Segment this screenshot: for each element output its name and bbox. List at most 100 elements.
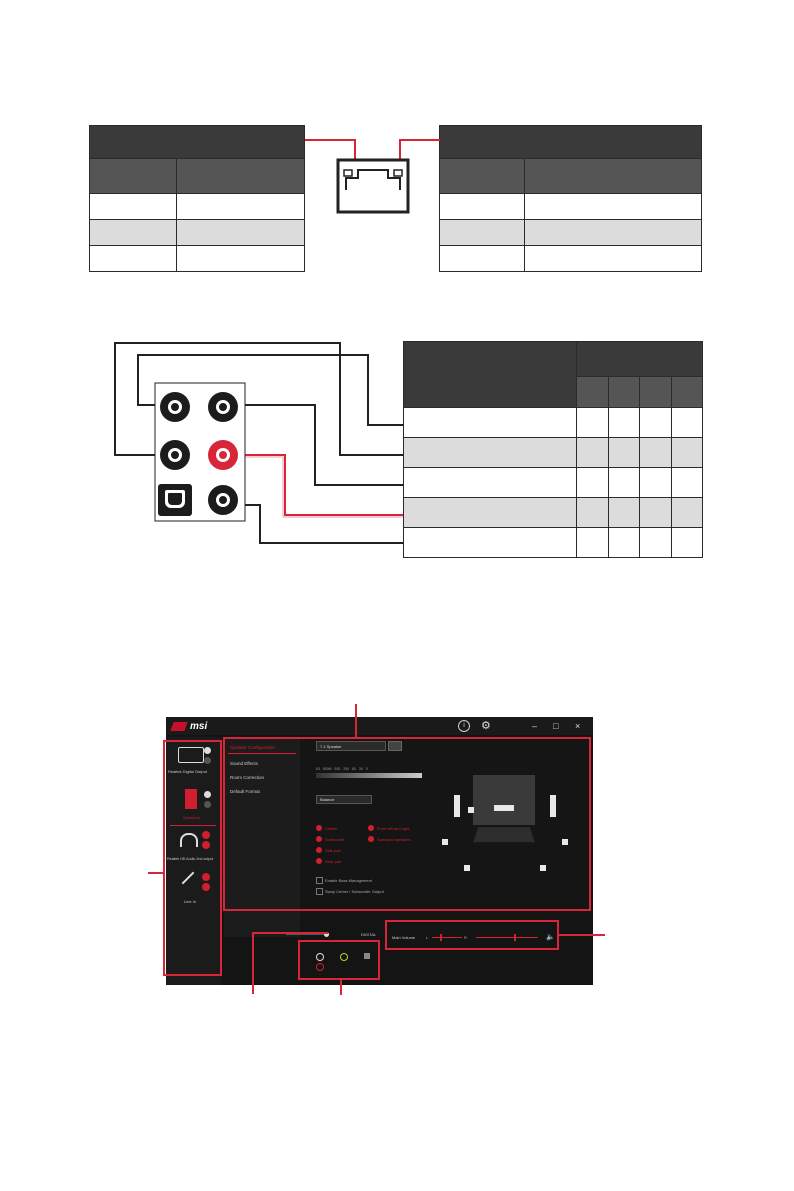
digital-label: DIGITAL	[361, 932, 377, 937]
speaker-config-select[interactable]: 7.1 Speaker	[316, 741, 386, 751]
table-cell	[639, 497, 672, 528]
maximize-button[interactable]: □	[553, 721, 559, 731]
divider	[170, 825, 216, 826]
table-row	[524, 245, 702, 272]
optical-icon[interactable]	[364, 953, 370, 959]
table-row	[403, 467, 577, 498]
table-cell	[639, 467, 672, 498]
balance-track	[432, 937, 462, 938]
audio-jack-mic-in	[208, 440, 238, 470]
volume-thumb[interactable]	[514, 934, 516, 941]
table-row	[89, 219, 177, 246]
close-button[interactable]: ×	[575, 721, 581, 731]
status-icon	[202, 883, 210, 891]
highlight-volume	[385, 920, 559, 950]
table-subheader	[176, 158, 305, 194]
table-row	[89, 193, 177, 220]
surround-fullrange-checkbox[interactable]	[368, 836, 374, 842]
table-cell	[670, 437, 703, 468]
table-cell	[607, 527, 640, 558]
bass-management-checkbox[interactable]	[316, 877, 323, 884]
table-subheader	[576, 376, 609, 408]
table-header	[89, 125, 305, 159]
table-row	[524, 219, 702, 246]
table-subheader	[89, 158, 177, 194]
table-row	[403, 437, 577, 468]
front-right-speaker-icon	[550, 795, 556, 817]
eq-ticks: 63 500M 630 250 80 30 0	[316, 767, 368, 771]
table-cell	[576, 467, 609, 498]
audio-jack-line-out	[208, 485, 238, 515]
table-cell	[576, 497, 609, 528]
status-icon	[204, 801, 211, 808]
table-header	[439, 125, 702, 159]
jack-panel	[304, 945, 376, 979]
side-pair-checkbox[interactable]	[316, 847, 322, 853]
table-cell	[639, 407, 672, 438]
speakers-icon[interactable]	[185, 789, 197, 809]
speaker-room-illustration	[440, 767, 570, 877]
table-row	[403, 527, 577, 558]
front-fullrange-label: Front left and right	[377, 826, 410, 831]
info-icon[interactable]: i	[458, 720, 470, 732]
device-label: Line In	[184, 899, 197, 904]
nav-speaker-configuration[interactable]: Speaker Configuration	[230, 745, 275, 750]
front-fullrange-checkbox[interactable]	[368, 825, 374, 831]
nav-sound-effects[interactable]: Sound Effects	[230, 761, 258, 766]
subwoofer-icon	[468, 807, 474, 813]
balance-thumb[interactable]	[440, 934, 442, 941]
callout-line	[252, 932, 254, 994]
check-icon	[202, 831, 210, 839]
device-label: Speakers	[183, 815, 200, 820]
side-left-speaker-icon	[442, 839, 448, 845]
table-row	[89, 245, 177, 272]
balance-select[interactable]: Balance	[316, 795, 372, 804]
rear-right-speaker-icon	[540, 865, 546, 871]
lan-speed-led-table	[439, 125, 702, 272]
table-header	[403, 341, 577, 408]
bass-management-label: Enable Bass Management	[325, 878, 372, 883]
table-cell	[639, 437, 672, 468]
nav-room-correction[interactable]: Room Correction	[230, 775, 265, 780]
side-pair-label: Side pair	[325, 848, 341, 853]
headphones-icon[interactable]	[180, 833, 198, 847]
rear-pair-checkbox[interactable]	[316, 858, 322, 864]
table-cell	[670, 527, 703, 558]
center-checkbox[interactable]	[316, 825, 322, 831]
nav-default-format[interactable]: Default Format	[230, 789, 260, 794]
digital-output-icon[interactable]	[178, 747, 204, 763]
optical-spdif-port	[158, 484, 192, 516]
vol-right-label: R	[464, 935, 467, 940]
jack-icon[interactable]	[340, 953, 348, 961]
table-row	[439, 193, 525, 220]
jack-icon[interactable]	[316, 953, 324, 961]
gear-icon[interactable]: ⚙	[481, 720, 491, 732]
rear-left-speaker-icon	[464, 865, 470, 871]
subwoofer-label: Subwoofer	[325, 837, 345, 842]
front-left-speaker-icon	[454, 795, 460, 817]
divider	[286, 934, 324, 935]
table-subheader	[670, 376, 703, 408]
rear-pair-label: Rear pair	[325, 859, 342, 864]
highlight-device-list	[163, 740, 222, 976]
speaker-volume-icon[interactable]: 🔈	[546, 934, 555, 941]
status-icon	[202, 841, 210, 849]
swap-center-checkbox[interactable]	[316, 888, 323, 895]
table-row	[176, 245, 305, 272]
table-cell	[670, 497, 703, 528]
test-button[interactable]	[388, 741, 402, 751]
callout-line	[340, 980, 342, 995]
audio-port-wiring-diagram	[114, 342, 405, 544]
table-row	[403, 497, 577, 528]
minimize-button[interactable]: –	[532, 721, 538, 731]
table-cell	[576, 437, 609, 468]
eq-gradient-bar	[316, 773, 422, 778]
knob-icon[interactable]	[324, 932, 329, 937]
speaker-config-value: 7.1 Speaker	[320, 744, 342, 749]
audio-jack-line-in	[208, 392, 238, 422]
subwoofer-checkbox[interactable]	[316, 836, 322, 842]
table-subheader	[607, 376, 640, 408]
eq-tick: 63	[316, 767, 320, 771]
jack-icon[interactable]	[316, 963, 324, 971]
callout-line	[559, 934, 605, 936]
